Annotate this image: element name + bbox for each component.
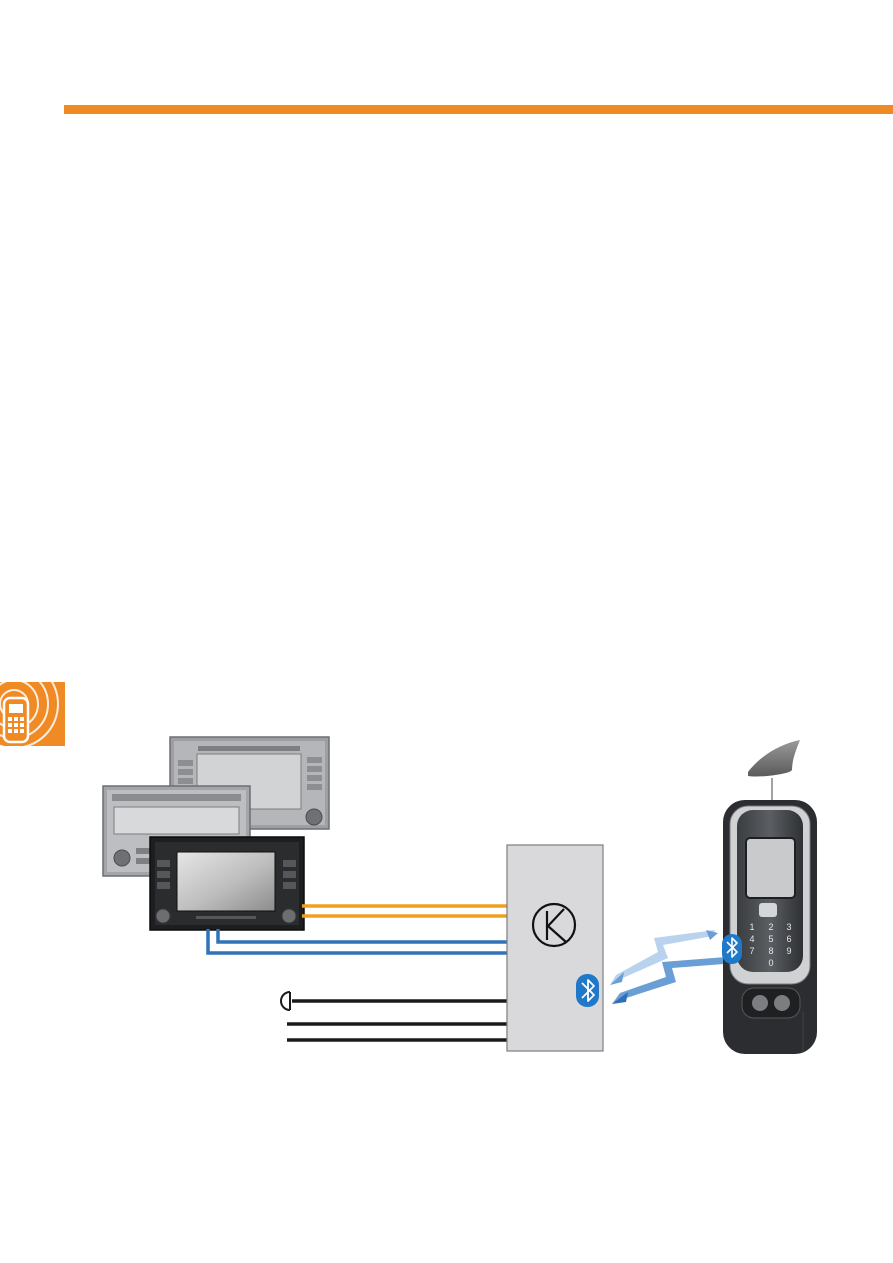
bluetooth-signal-arrows: [610, 930, 726, 1004]
svg-text:5: 5: [768, 934, 773, 944]
handset-keypad: 1 2 3 4 5 6 7 8 9 0: [749, 922, 791, 968]
svg-text:9: 9: [786, 946, 791, 956]
svg-text:3: 3: [786, 922, 791, 932]
phone-handset-cradle: 1 2 3 4 5 6 7 8 9 0: [722, 800, 817, 1054]
svg-text:1: 1: [749, 922, 754, 932]
blue-wire-pair: [206, 929, 507, 955]
circled-k-icon: [531, 902, 577, 948]
black-wires: [287, 999, 507, 1042]
roof-antenna: [748, 740, 800, 800]
telephone-control-unit: [506, 844, 604, 1052]
orange-wire-pair: [302, 904, 507, 918]
svg-text:2: 2: [768, 922, 773, 932]
svg-text:6: 6: [786, 934, 791, 944]
bluetooth-icon: [576, 974, 599, 1007]
header-accent-bar: [64, 105, 893, 114]
svg-text:7: 7: [749, 946, 754, 956]
svg-text:0: 0: [768, 958, 773, 968]
microphone-icon: [280, 991, 291, 1011]
svg-text:4: 4: [749, 934, 754, 944]
radio-navigation-unit-rns315: [149, 836, 305, 931]
handset-bluetooth-icon: [722, 934, 742, 964]
chapter-tab-phone-icon: [0, 682, 65, 746]
svg-text:8: 8: [768, 946, 773, 956]
